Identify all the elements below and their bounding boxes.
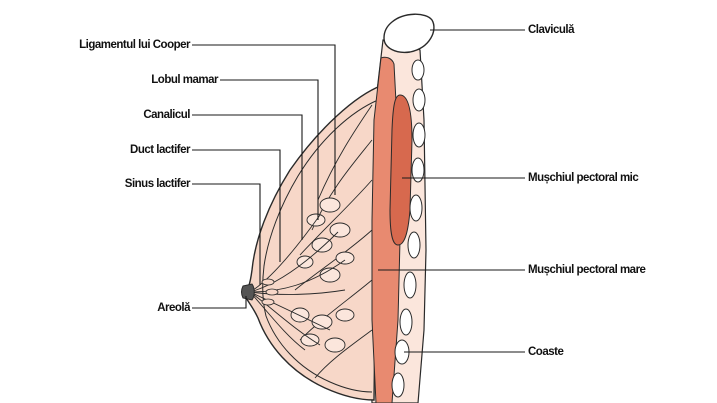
- label-cooper-ligament: Ligamentul lui Cooper: [79, 38, 190, 52]
- leader-areola: [192, 296, 246, 308]
- rib: [413, 123, 425, 147]
- label-lactiferous-duct: Duct lactifer: [130, 143, 190, 157]
- label-ribs: Coaste: [528, 345, 563, 359]
- rib: [400, 309, 412, 335]
- label-mammary-lobule: Lobul mamar: [151, 73, 218, 87]
- label-clavicle: Claviculă: [528, 23, 574, 37]
- rib: [410, 195, 422, 221]
- pectoralis-minor: [390, 95, 412, 245]
- rib: [412, 60, 424, 80]
- label-areola: Areolă: [157, 301, 190, 315]
- rib: [392, 373, 404, 397]
- rib: [404, 272, 416, 298]
- label-pectoralis-major: Mușchiul pectoral mare: [528, 263, 645, 277]
- label-lactiferous-sinus: Sinus lactifer: [125, 177, 190, 191]
- leader-sinus: [192, 184, 260, 285]
- clavicle: [384, 14, 434, 52]
- rib: [413, 89, 425, 111]
- rib: [408, 232, 420, 258]
- nipple: [242, 284, 255, 300]
- label-pectoralis-minor: Mușchiul pectoral mic: [528, 171, 638, 185]
- label-canalicul: Canalicul: [143, 108, 190, 122]
